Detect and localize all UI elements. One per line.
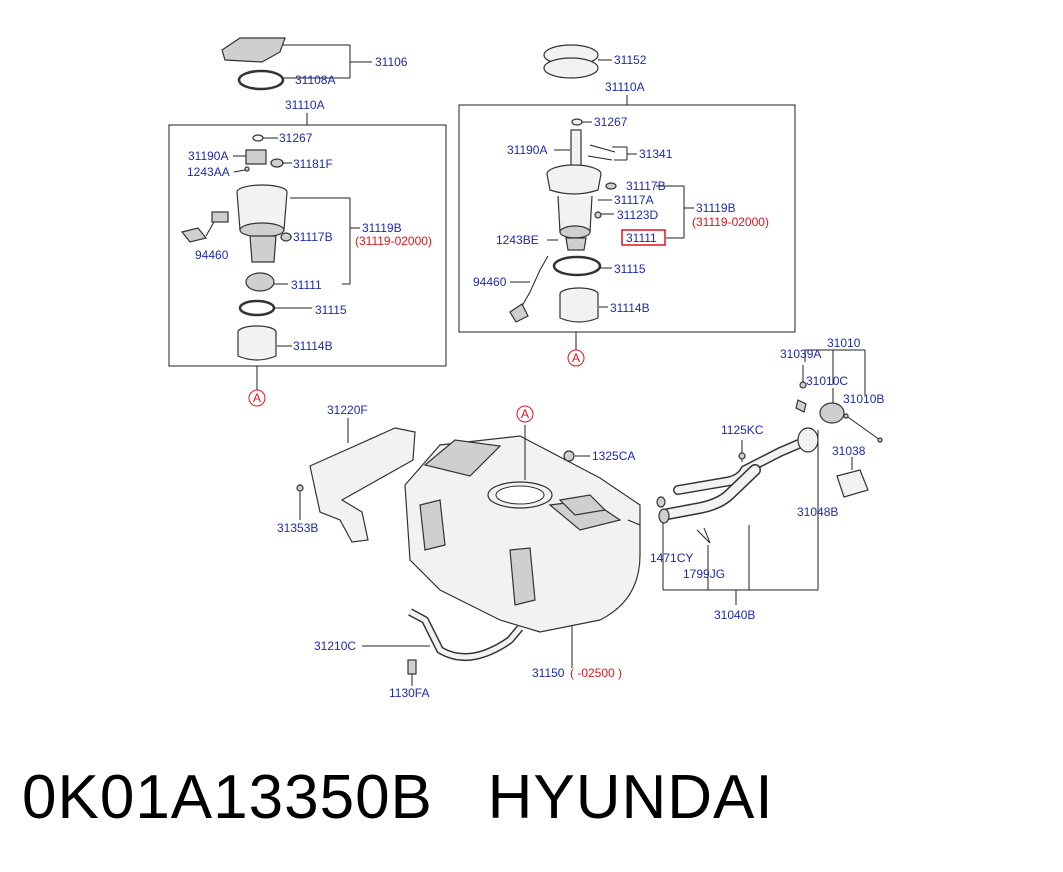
label-31010B[interactable]: 31010B: [843, 392, 884, 406]
label-31040B[interactable]: 31040B: [714, 608, 755, 622]
label-31038[interactable]: 31038: [832, 444, 866, 458]
label-31010[interactable]: 31010: [827, 336, 861, 350]
fuel-pump-assembly-left: [180, 134, 360, 361]
label-31220F[interactable]: 31220F: [327, 403, 368, 417]
label-1243AA[interactable]: 1243AA: [187, 165, 230, 179]
label-31039A[interactable]: 31039A: [780, 347, 821, 361]
label-31110A-right[interactable]: 31110A: [605, 80, 645, 94]
ref-mark-a-right[interactable]: A: [572, 351, 580, 365]
filler-cap-group: [795, 349, 883, 503]
label-31110A-left[interactable]: 31110A: [285, 98, 325, 112]
label-31190A-right[interactable]: 31190A: [507, 143, 547, 157]
label-31152[interactable]: 31152: [614, 53, 647, 67]
fuel-pump-cover-31106: [221, 37, 372, 78]
label-31114B-left[interactable]: 31114B: [293, 339, 333, 353]
label-31119-02000-right[interactable]: (31119-02000): [692, 215, 769, 229]
label-31150[interactable]: 31150: [532, 666, 565, 680]
label-94460-left[interactable]: 94460: [195, 248, 229, 262]
label-31010C[interactable]: 31010C: [806, 374, 848, 388]
part-number-footer: 0K01A13350B HYUNDAI: [22, 762, 774, 833]
label-31119-02000-left[interactable]: (31119-02000): [355, 234, 432, 248]
brand-name: HYUNDAI: [487, 763, 774, 832]
label-31267-right[interactable]: 31267: [594, 115, 628, 129]
label-31115-right[interactable]: 31115: [614, 262, 646, 276]
label-1125KC[interactable]: 1125KC: [721, 423, 764, 437]
part-number: 0K01A13350B: [22, 763, 433, 832]
label-31341[interactable]: 31341: [639, 147, 673, 161]
label-31123D[interactable]: 31123D: [617, 208, 658, 222]
label-1799JG[interactable]: 1799JG: [683, 567, 725, 581]
label-31106[interactable]: 31106: [375, 55, 408, 69]
label-31115-left[interactable]: 31115: [315, 303, 347, 317]
label-31117A[interactable]: 31117A: [614, 193, 654, 207]
label-1243BE[interactable]: 1243BE: [496, 233, 539, 247]
gasket-31108A: [237, 69, 350, 91]
label-31111-right[interactable]: 31111: [626, 231, 657, 245]
fuel-system-parts-diagram: 31106 31108A 31110A 31267 31190: [168, 37, 884, 700]
label-31108A[interactable]: 31108A: [295, 73, 335, 87]
label-31210C[interactable]: 31210C: [314, 639, 356, 653]
label-31119B-right[interactable]: 31119B: [696, 201, 736, 215]
highlight-box-31111: [621, 229, 666, 246]
lock-ring-31152: [543, 44, 612, 79]
label-31117B-left[interactable]: 31117B: [293, 230, 333, 244]
ref-mark-a-left[interactable]: A: [253, 391, 261, 405]
label-31117B-right[interactable]: 31117B: [626, 179, 666, 193]
label-31267-left[interactable]: 31267: [279, 131, 313, 145]
heat-shield-31220F: [296, 418, 416, 543]
label-94460-right[interactable]: 94460: [473, 275, 507, 289]
tank-strap-31210C: [362, 608, 524, 686]
label-31119B-left[interactable]: 31119B: [362, 221, 402, 235]
label-31111-left[interactable]: 31111: [291, 278, 322, 292]
fuel-pump-assembly-right: [509, 118, 694, 323]
label-1325CA[interactable]: 1325CA: [592, 449, 635, 463]
pump-assembly-box-right: [458, 104, 796, 333]
fuel-tank-31150: [404, 425, 641, 668]
label-31114B-right[interactable]: 31114B: [610, 301, 650, 315]
label-31181F[interactable]: 31181F: [293, 157, 333, 171]
pump-assembly-box-left: [168, 124, 447, 367]
label-02500[interactable]: ( -02500 ): [570, 666, 622, 680]
label-31353B[interactable]: 31353B: [277, 521, 318, 535]
ref-mark-a-tank[interactable]: A: [521, 407, 529, 421]
filler-neck-31040B: [656, 427, 819, 605]
label-1471CY[interactable]: 1471CY: [650, 551, 693, 565]
label-31190A-left[interactable]: 31190A: [188, 149, 228, 163]
label-1130FA[interactable]: 1130FA: [389, 686, 429, 700]
